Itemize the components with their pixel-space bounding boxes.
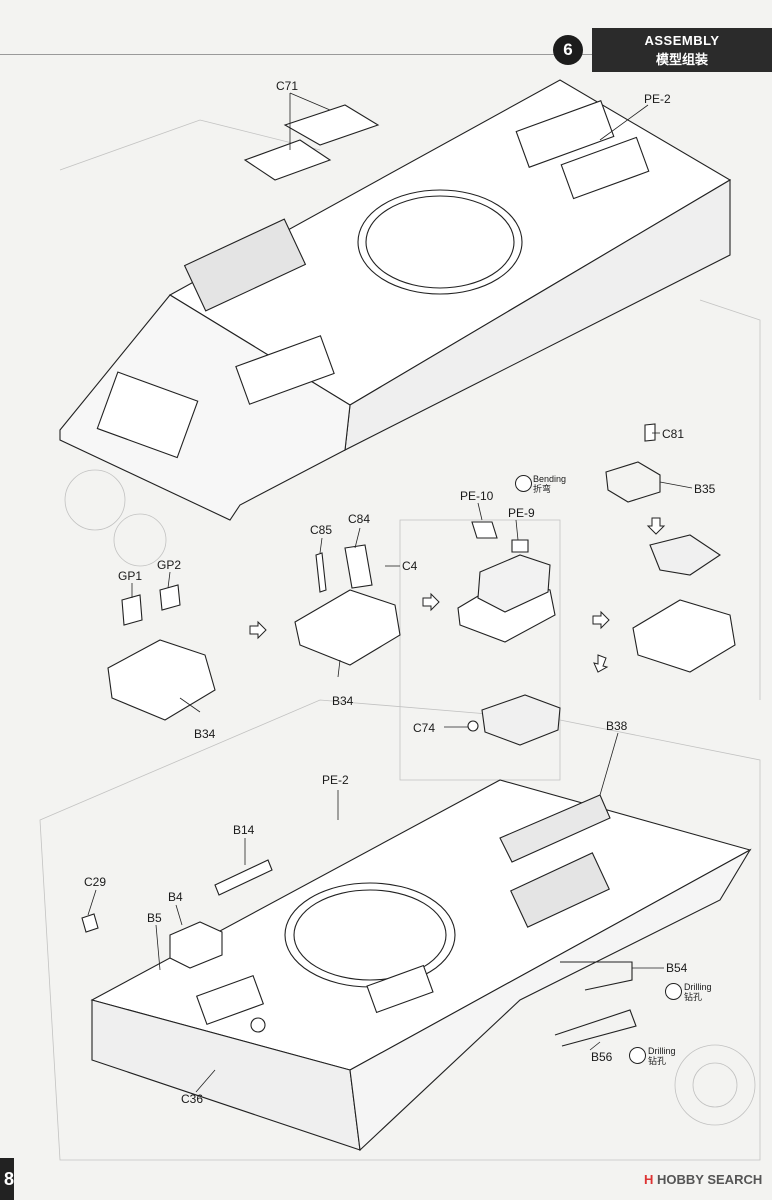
watermark-text: HOBBY SEARCH xyxy=(657,1172,763,1187)
label-gp1: GP1 xyxy=(118,569,143,583)
hatch-subassemblies xyxy=(107,423,736,746)
step-header: 6 ASSEMBLY 模型组装 xyxy=(0,14,772,72)
lower-hatch xyxy=(195,974,265,1026)
title-english: ASSEMBLY xyxy=(644,33,720,48)
lower-turret-ring xyxy=(284,882,456,988)
arrow-down-icon xyxy=(593,654,609,673)
label-c84: C84 xyxy=(348,512,371,526)
note-bending-cn: 折弯 xyxy=(533,484,552,494)
label-c85: C85 xyxy=(310,523,333,537)
upper-hatch xyxy=(560,136,650,200)
label-b5: B5 xyxy=(147,911,162,925)
label-b35: B35 xyxy=(694,482,716,496)
upper-glacis-panel xyxy=(235,335,335,405)
part-c81 xyxy=(644,423,656,442)
note-drilling-1: Drilling 钻孔 xyxy=(684,982,712,1002)
hatch-base-step4 xyxy=(632,599,736,673)
lower-turret-ring-inner xyxy=(293,889,447,981)
label-b4: B4 xyxy=(168,890,183,904)
arrow-right-icon xyxy=(592,610,610,630)
label-pe9: PE-9 xyxy=(508,506,535,520)
label-b54: B54 xyxy=(666,961,688,975)
part-c84 xyxy=(344,544,373,589)
lower-hull-assembly xyxy=(81,720,752,1152)
watermark: H HOBBY SEARCH xyxy=(644,1172,762,1187)
part-b56-handle xyxy=(554,1009,637,1047)
part-c36 xyxy=(250,1017,266,1033)
note-drilling-2-cn: 钻孔 xyxy=(648,1056,667,1066)
hatch-top-step3 xyxy=(477,554,551,613)
arrow-right-icon xyxy=(249,620,267,640)
upper-hull-assembly xyxy=(59,79,732,521)
label-pe10: PE-10 xyxy=(460,489,494,503)
hatch-top-step5 xyxy=(481,694,561,746)
part-c85 xyxy=(315,552,327,593)
part-pe10 xyxy=(471,521,498,539)
label-gp2: GP2 xyxy=(157,558,182,572)
watermark-logo: H xyxy=(644,1172,654,1187)
section-title: ASSEMBLY 模型组装 xyxy=(592,28,772,72)
part-b38 xyxy=(499,794,611,863)
part-c74 xyxy=(467,720,479,732)
hatch-cover-step4 xyxy=(649,534,721,576)
upper-vent-panel xyxy=(183,218,307,312)
label-b14: B14 xyxy=(233,823,255,837)
label-c4: C4 xyxy=(402,559,418,573)
part-b4-box xyxy=(169,921,223,969)
hatch-base-step2 xyxy=(294,589,401,666)
label-b34-step1: B34 xyxy=(194,727,216,741)
part-b14 xyxy=(214,859,273,896)
arrow-right-icon xyxy=(422,592,440,612)
part-c71-plate xyxy=(283,104,380,146)
label-c36: C36 xyxy=(181,1092,204,1106)
label-b56: B56 xyxy=(591,1050,613,1064)
upper-turret-ring xyxy=(357,189,523,295)
hatch-base-step1 xyxy=(107,639,216,721)
lower-hatch xyxy=(366,964,434,1014)
lower-hull-side-right xyxy=(349,848,752,1152)
note-drilling-1-en: Drilling xyxy=(684,982,712,992)
label-b34-step2: B34 xyxy=(332,694,354,708)
label-c74: C74 xyxy=(413,721,436,735)
part-c71-plate xyxy=(243,139,332,181)
arrow-down-icon xyxy=(646,517,666,535)
part-gp1 xyxy=(121,594,143,626)
part-c29 xyxy=(81,913,99,933)
note-drilling-2-en: Drilling xyxy=(648,1046,676,1056)
note-drilling-2: Drilling 钻孔 xyxy=(648,1046,676,1066)
title-chinese: 模型组装 xyxy=(655,52,708,67)
page-number: 8 xyxy=(0,1158,14,1200)
note-bending: Bending 折弯 xyxy=(533,474,566,494)
label-b38: B38 xyxy=(606,719,628,733)
part-pe9 xyxy=(511,539,529,553)
label-pe2-top: PE-2 xyxy=(644,92,671,106)
bending-icon xyxy=(515,475,532,492)
bleed-through-background xyxy=(39,119,761,1161)
label-c71: C71 xyxy=(276,79,299,93)
upper-hatch xyxy=(515,100,615,168)
part-b54-handle xyxy=(560,961,633,991)
callout-leaders xyxy=(87,92,693,1093)
process-arrows xyxy=(249,517,666,673)
upper-hull-glacis xyxy=(59,294,351,521)
part-b35-frame xyxy=(605,461,661,503)
label-c29: C29 xyxy=(84,875,107,889)
header-rule xyxy=(0,54,592,55)
label-pe2-bottom: PE-2 xyxy=(322,773,349,787)
note-drilling-1-cn: 钻孔 xyxy=(684,992,703,1002)
note-bending-en: Bending xyxy=(533,474,567,484)
drill-icon xyxy=(629,1047,646,1064)
upper-turret-ring-inner xyxy=(365,195,515,289)
upper-glacis-panel xyxy=(96,371,199,459)
lower-vent-panel xyxy=(510,852,610,928)
label-c81: C81 xyxy=(662,427,685,441)
part-gp2 xyxy=(159,584,181,611)
drill-icon xyxy=(665,983,682,1000)
step-number-badge: 6 xyxy=(553,35,583,65)
